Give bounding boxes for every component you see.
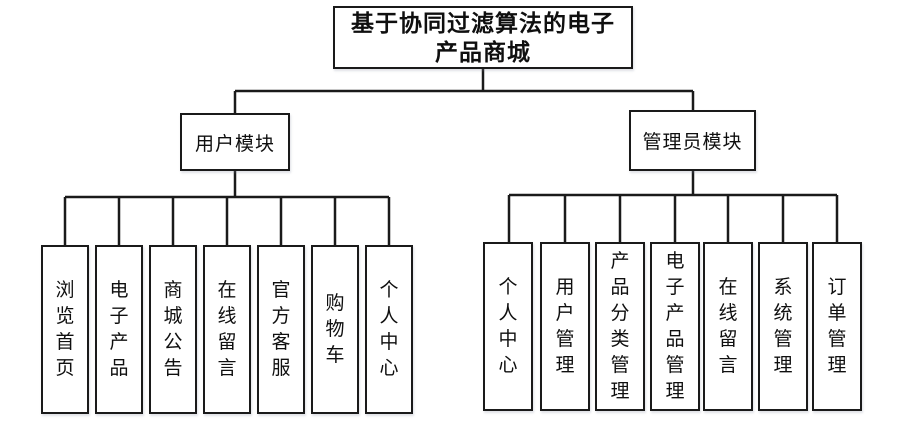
- leaf-mall-announcement: 商 城 公 告: [149, 245, 197, 414]
- root-title-line1: 基于协同过滤算法的电子: [351, 9, 615, 36]
- leaf-user-management: 用 户 管 理: [540, 242, 590, 411]
- leaf-electronic-product-management: 电 子 产 品 管 理: [650, 242, 700, 411]
- leaf-browse-homepage: 浏 览 首 页: [41, 245, 89, 414]
- leaf-shopping-cart-label: 购 物 车: [325, 292, 345, 366]
- leaf-personal-center: 个 人 中 心: [365, 245, 413, 414]
- leaf-admin-personal-center-label: 个 人 中 心: [498, 276, 518, 376]
- root-node: 基于协同过滤算法的电子 产品商城: [333, 6, 633, 69]
- leaf-online-message: 在 线 留 言: [203, 245, 251, 414]
- leaf-personal-center-label: 个 人 中 心: [379, 279, 399, 379]
- module-user-label: 用户模块: [194, 133, 275, 155]
- leaf-official-customer-service-label: 官 方 客 服: [271, 279, 291, 379]
- leaf-browse-homepage-label: 浏 览 首 页: [55, 279, 75, 379]
- root-title-line2: 产品商城: [435, 38, 531, 65]
- leaf-order-management-label: 订 单 管 理: [827, 276, 847, 376]
- leaf-electronic-product-management-label: 电 子 产 品 管 理: [665, 250, 685, 402]
- leaf-product-category-management-label: 产 品 分 类 管 理: [610, 250, 630, 402]
- leaf-user-management-label: 用 户 管 理: [555, 276, 575, 376]
- leaf-system-management: 系 统 管 理: [758, 242, 808, 411]
- module-admin-label: 管理员模块: [642, 132, 743, 153]
- leaf-admin-online-message-label: 在 线 留 言: [718, 276, 738, 376]
- leaf-official-customer-service: 官 方 客 服: [257, 245, 305, 414]
- leaf-admin-personal-center: 个 人 中 心: [483, 242, 533, 411]
- leaf-shopping-cart: 购 物 车: [311, 245, 359, 414]
- leaf-mall-announcement-label: 商 城 公 告: [163, 279, 183, 379]
- leaf-electronic-products-label: 电 子 产 品: [109, 279, 129, 379]
- leaf-product-category-management: 产 品 分 类 管 理: [595, 242, 645, 411]
- leaf-online-message-label: 在 线 留 言: [217, 279, 237, 379]
- leaf-system-management-label: 系 统 管 理: [773, 276, 793, 376]
- module-node-user: 用户模块: [180, 113, 290, 171]
- leaf-order-management: 订 单 管 理: [812, 242, 862, 411]
- module-node-admin: 管理员模块: [629, 110, 756, 171]
- leaf-electronic-products: 电 子 产 品: [95, 245, 143, 414]
- leaf-admin-online-message: 在 线 留 言: [703, 242, 753, 411]
